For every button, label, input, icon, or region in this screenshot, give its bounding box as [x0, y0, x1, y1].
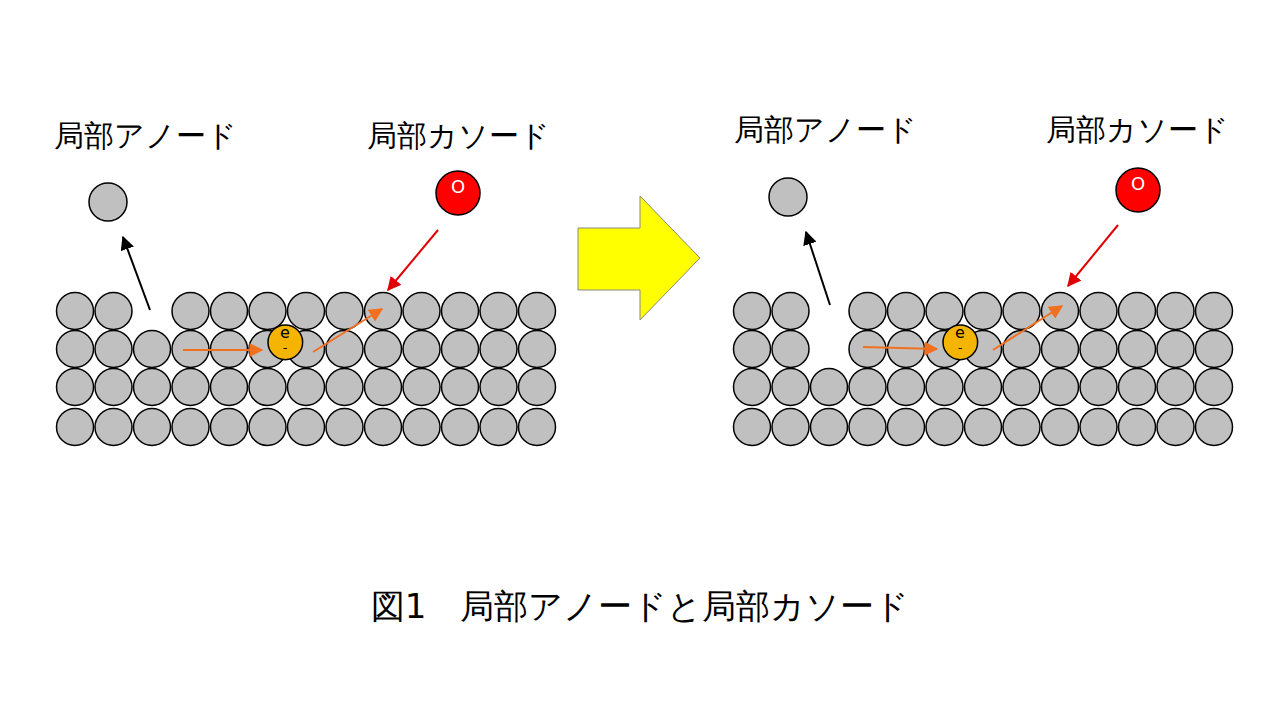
electron-symbol: - [958, 341, 963, 354]
progress-arrow [578, 196, 700, 320]
dissolution-arrows [123, 232, 830, 310]
oxygen-atom: O [1115, 167, 1161, 213]
electron-symbol: - [283, 341, 288, 354]
oxygen-atom-outline [436, 171, 480, 215]
electron: e- [942, 324, 979, 361]
oxygen-arrows [388, 225, 1118, 290]
oxygen-atom-symbol: O [1131, 175, 1145, 193]
figure-caption: 図1 局部アノードと局部カソード [371, 588, 910, 625]
oxygen-atom: O [435, 170, 481, 216]
electron-outline [268, 325, 303, 360]
region-label: 局部アノード [54, 119, 237, 152]
electron-arrows [183, 306, 1062, 352]
electron-symbol: e [955, 325, 965, 341]
region-label: 局部カソード [1046, 113, 1229, 146]
oxygen-atom-symbol: O [451, 178, 465, 196]
region-label: 局部アノード [734, 113, 917, 146]
electron: e- [267, 324, 304, 361]
electron-symbol: e [280, 325, 290, 341]
electron-outline [943, 325, 978, 360]
region-label: 局部カソード [367, 119, 550, 152]
oxygen-atom-outline [1116, 168, 1160, 212]
